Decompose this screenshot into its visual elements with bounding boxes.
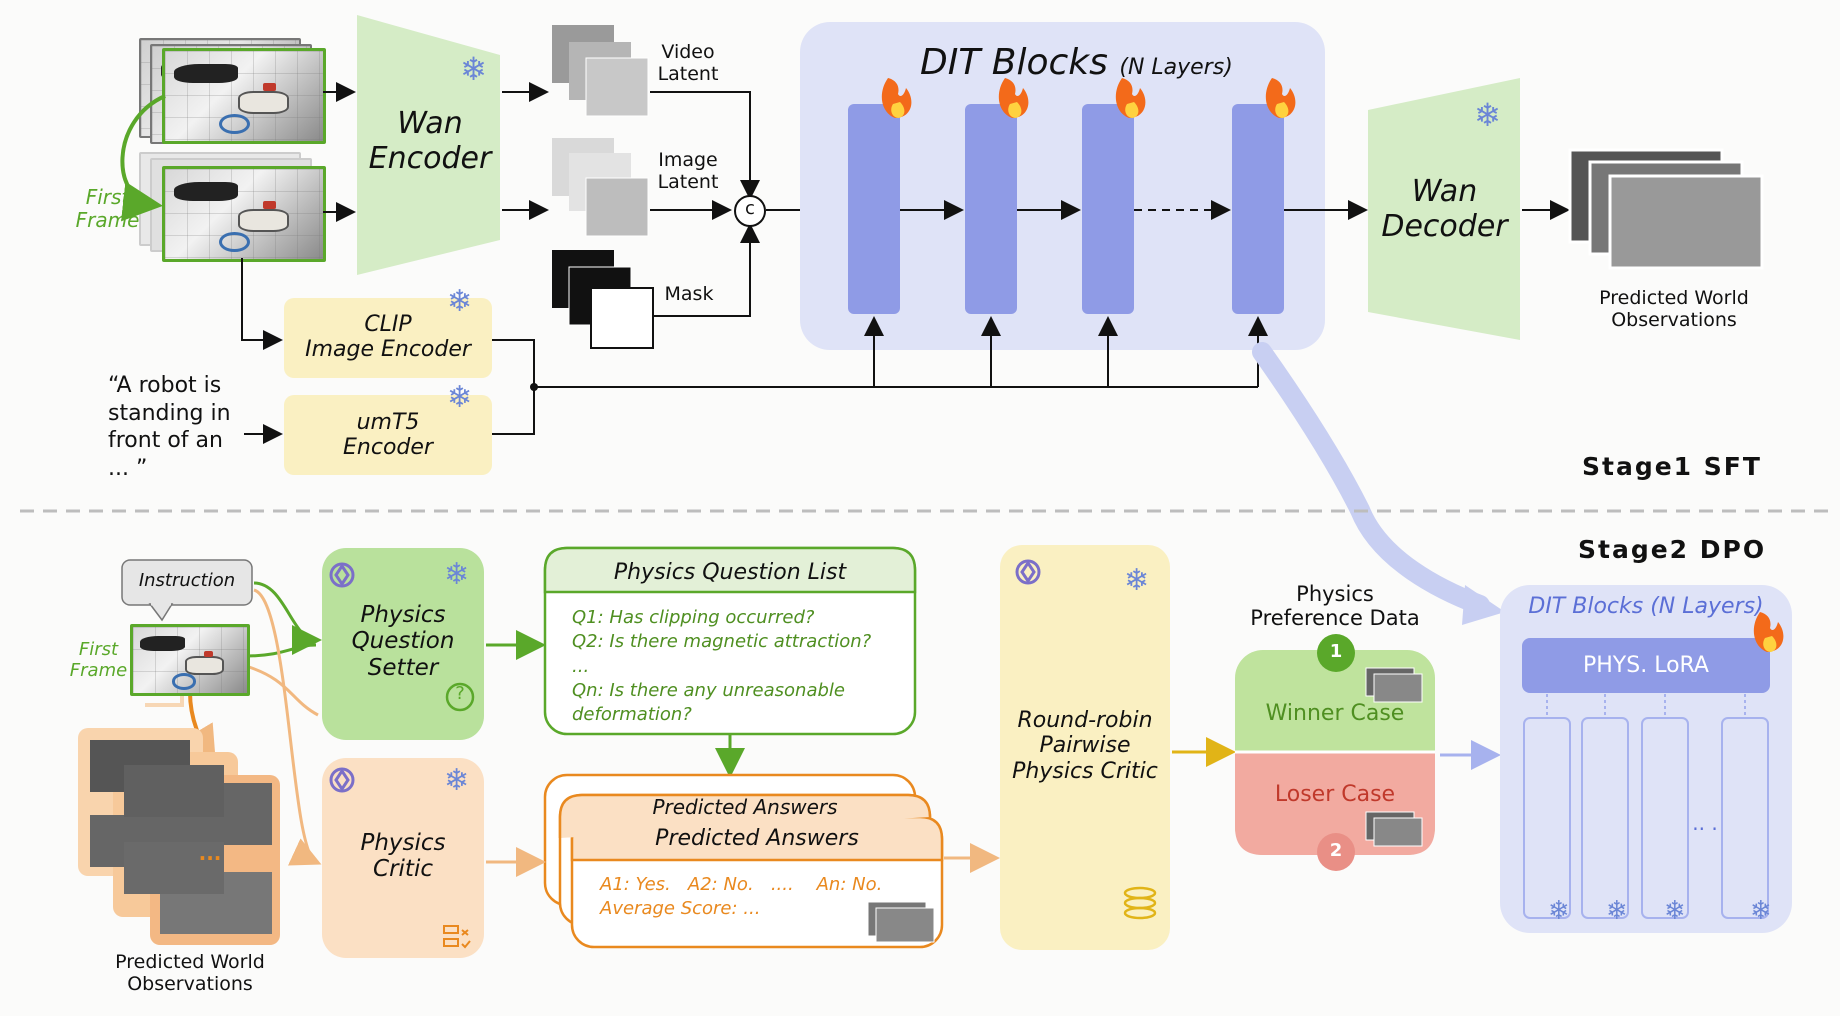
stage1-label: Stage1 SFT	[1582, 452, 1762, 481]
flame-icon-3	[1115, 78, 1146, 118]
dit-panel-stage2	[1500, 585, 1792, 933]
stage2-first-frame-label: First Frame	[69, 639, 128, 681]
wan-encoder-shape	[357, 15, 500, 275]
first-frame-label: First Frame	[75, 185, 140, 232]
obs-ellipsis: ...	[198, 841, 222, 865]
question-item: ...	[572, 655, 590, 677]
question-list: Q1: Has clipping occurred? Q2: Is there …	[572, 606, 912, 727]
question-list-title: Physics Question List	[613, 560, 847, 585]
answers-line-2: Average Score: ...	[600, 898, 761, 919]
umt5-encoder-label: umT5 Encoder	[343, 410, 433, 461]
input-first-frame-bottom	[162, 166, 326, 262]
concat-node	[734, 195, 766, 227]
snowflake-icon: ❄	[447, 284, 473, 319]
snowflake-icon: ❄	[1474, 96, 1501, 134]
snowflake-icon: ❄	[1664, 896, 1686, 926]
question-item: Q1: Has clipping occurred?	[572, 607, 815, 628]
dit-title-main: DIT Blocks	[920, 42, 1108, 83]
round-robin-box	[1000, 545, 1170, 950]
snowflake-icon: ❄	[1548, 896, 1570, 926]
badge-1-label: 1	[1329, 641, 1343, 662]
model-logo-icon	[329, 562, 355, 588]
snowflake-icon: ❄	[1606, 896, 1628, 926]
question-item: Qn: Is there any unreasonable deformatio…	[572, 679, 845, 726]
instruction-bubble	[121, 559, 253, 606]
stage2-first-frame	[130, 624, 250, 696]
snowflake-icon: ❄	[1750, 896, 1772, 926]
instruction-label: Instruction	[138, 570, 236, 591]
clip-encoder-box	[284, 298, 492, 378]
dit-title-sub: (N Layers)	[1119, 55, 1233, 80]
badge-2	[1317, 833, 1355, 871]
dit-stage2-title: DIT Blocks (N Layers)	[1528, 594, 1764, 619]
flame-icon-2	[998, 78, 1029, 118]
question-item: Q2: Is there magnetic attraction?	[572, 631, 872, 653]
snowflake-icon: ❄	[444, 763, 470, 798]
loser-case-label: Loser Case	[1274, 782, 1396, 807]
mask-stack	[552, 250, 654, 349]
winner-case-label: Winner Case	[1265, 701, 1405, 726]
answers-title-back: Predicted Answers	[652, 795, 838, 819]
snowflake-icon: ❄	[447, 380, 473, 415]
clip-encoder-label: CLIP Image Encoder	[305, 312, 471, 363]
wan-decoder-shape	[1368, 78, 1520, 340]
phys-lora-bar	[1522, 638, 1770, 693]
dit-stage2-dots: .. .	[1692, 811, 1718, 835]
flame-icon-lora	[1753, 612, 1784, 652]
model-logo-icon	[329, 767, 355, 793]
question-icon-glyph: ?	[455, 683, 465, 704]
stage2-predicted-obs-label: Predicted World Observations	[115, 951, 265, 995]
round-robin-label: Round-robin Pairwise Physics Critic	[1012, 708, 1158, 784]
coins-icon	[1123, 886, 1157, 920]
transfer-arrow	[1252, 342, 1490, 615]
text-prompt: “A robot is standing in front of an ... …	[108, 373, 231, 481]
image-latent-label: Image Latent	[657, 149, 719, 193]
snowflake-icon: ❄	[1124, 563, 1150, 598]
stage2-label: Stage2 DPO	[1578, 535, 1767, 564]
video-latent-label: Video Latent	[657, 41, 719, 85]
video-latent-stack	[552, 25, 649, 117]
dit-block-1	[848, 104, 900, 314]
wan-decoder-label: Wan Decoder	[1381, 174, 1508, 244]
badge-2-label: 2	[1329, 840, 1343, 861]
critic-label: Physics Critic	[360, 830, 446, 883]
phys-lora-label: PHYS. LoRA	[1583, 653, 1709, 678]
question-circle-icon	[445, 682, 475, 712]
badge-1	[1317, 634, 1355, 672]
answers-line-1: A1: Yes. A2: No. .... An: No.	[600, 874, 883, 895]
physics-critic-box	[322, 758, 484, 958]
question-setter-box	[322, 548, 484, 740]
snowflake-icon: ❄	[444, 557, 470, 592]
snowflake-icon: ❄	[460, 50, 487, 88]
dit-panel	[800, 22, 1325, 350]
answers-title: Predicted Answers	[655, 826, 859, 851]
dit-block-3	[1082, 104, 1134, 314]
image-latent-stack	[552, 138, 649, 237]
preference-data-label: Physics Preference Data	[1250, 582, 1420, 631]
predicted-observations-stack	[1568, 148, 1764, 270]
flame-icon-1	[881, 78, 912, 118]
mask-label: Mask	[664, 283, 714, 305]
first-frame-curve	[120, 94, 166, 222]
checklist-icon	[443, 925, 471, 949]
model-logo-icon	[1015, 559, 1041, 585]
umt5-encoder-box	[284, 395, 492, 475]
predicted-obs-label: Predicted World Observations	[1599, 287, 1749, 331]
concat-label: c	[745, 198, 755, 219]
dit-block-n	[1232, 104, 1284, 314]
dit-title: DIT Blocks (N Layers)	[920, 42, 1233, 83]
flame-icon-4	[1265, 78, 1296, 118]
question-setter-label: Physics Question Setter	[351, 602, 455, 681]
dit-block-2	[965, 104, 1017, 314]
wan-encoder-label: Wan Encoder	[368, 106, 492, 176]
